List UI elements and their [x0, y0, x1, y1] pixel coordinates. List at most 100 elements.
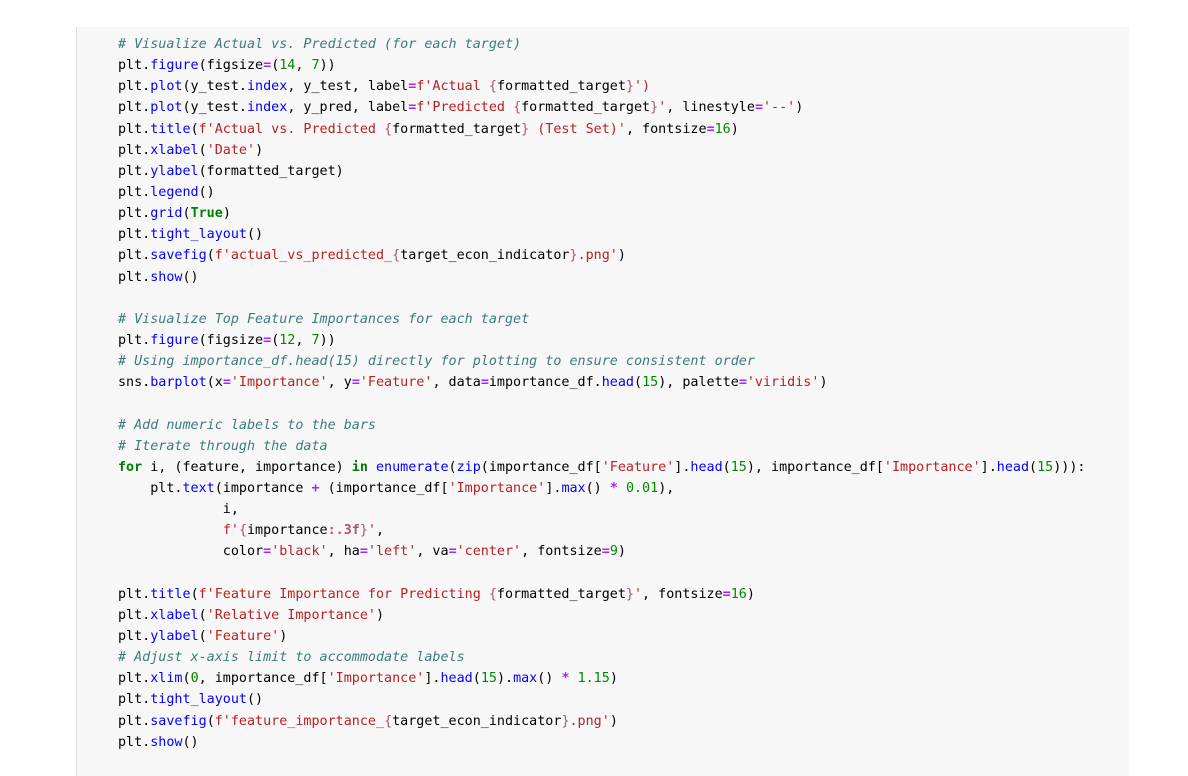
code-editor[interactable]: # Visualize Actual vs. Predicted (for ea…	[118, 34, 1085, 753]
code-token: (	[198, 142, 207, 158]
code-line: plt.title(f'Feature Importance for Predi…	[118, 584, 1085, 605]
code-token: # Iterate through the data	[118, 438, 328, 454]
code-token: )	[255, 142, 264, 158]
code-line: # Visualize Top Feature Importances for …	[118, 309, 1085, 330]
code-token: title	[150, 586, 191, 602]
code-token: +	[311, 480, 320, 496]
code-token: ()	[247, 692, 264, 708]
code-line: plt.figure(figsize=(12, 7))	[118, 330, 1085, 351]
code-line: color='black', ha='left', va='center', f…	[118, 541, 1085, 562]
code-token: , linestyle	[666, 100, 755, 116]
code-token: (	[271, 58, 280, 74]
code-line: # Using importance_df.head(15) directly …	[118, 351, 1085, 372]
code-token: plt.	[118, 607, 151, 623]
code-token: )	[617, 248, 626, 264]
code-token: 15	[480, 671, 497, 687]
code-token: (	[198, 628, 207, 644]
code-line: # Adjust x-axis limit to accommodate lab…	[118, 647, 1085, 668]
code-token: plot	[150, 100, 183, 116]
code-token: 'viridis'	[746, 375, 820, 391]
code-token: target_econ_indicator	[392, 713, 562, 729]
code-token: ()	[198, 184, 215, 200]
code-token: 'center'	[456, 544, 522, 560]
code-token: show	[150, 269, 183, 285]
code-token: in	[351, 459, 368, 475]
code-token: )	[376, 607, 385, 623]
code-token: }	[650, 100, 659, 116]
code-line: # Iterate through the data	[118, 436, 1085, 457]
code-token: *	[609, 480, 618, 496]
code-token: 'Relative Importance'	[206, 607, 376, 623]
code-line: plt.figure(figsize=(14, 7))	[118, 55, 1085, 76]
code-token: sns.	[118, 375, 151, 391]
code-token: (	[190, 121, 199, 137]
code-token: (	[472, 671, 481, 687]
code-line: # Add numeric labels to the bars	[118, 415, 1085, 436]
code-token: max	[561, 480, 586, 496]
code-line: plt.ylabel(formatted_target)	[118, 161, 1085, 182]
code-cell[interactable]	[76, 27, 1129, 776]
code-line: plt.plot(y_test.index, y_test, label=f'A…	[118, 76, 1085, 97]
code-token: plt.	[118, 692, 151, 708]
code-token: )	[279, 628, 288, 644]
code-token: plt.	[118, 58, 151, 74]
code-line: plt.xlim(0, importance_df['Importance'].…	[118, 668, 1085, 689]
code-token: savefig	[150, 248, 207, 264]
code-token: }	[569, 248, 578, 264]
code-token: # Add numeric labels to the bars	[118, 417, 376, 433]
code-token: 0.01	[625, 480, 659, 496]
code-token: , y_pred, label	[287, 100, 409, 116]
code-token: =	[359, 544, 368, 560]
code-token: (figsize	[198, 58, 264, 74]
code-token: plot	[150, 79, 183, 95]
code-token: )	[617, 544, 626, 560]
code-token: ].	[545, 480, 562, 496]
code-token: (	[190, 586, 199, 602]
code-token: (	[182, 671, 191, 687]
code-token: (importance_df[	[319, 480, 449, 496]
code-token: )	[609, 713, 618, 729]
code-token: .png'	[577, 248, 618, 264]
code-token: 16	[714, 121, 731, 137]
code-token: , fontsize	[625, 121, 707, 137]
code-token: )	[730, 121, 739, 137]
code-token: (figsize	[198, 332, 264, 348]
code-line: plt.grid(True)	[118, 203, 1085, 224]
code-line: plt.show()	[118, 732, 1085, 753]
code-token: =	[263, 544, 272, 560]
code-token: 14	[279, 58, 296, 74]
code-token: 15	[1037, 459, 1054, 475]
code-token: ')	[634, 79, 651, 95]
code-token: 'Importance'	[327, 671, 425, 687]
code-token: index	[247, 100, 288, 116]
code-token: {	[513, 100, 522, 116]
code-token: # Using importance_df.head(15) directly …	[118, 354, 755, 370]
code-token: {	[384, 713, 393, 729]
code-token: =	[738, 375, 747, 391]
code-token: )	[609, 671, 618, 687]
code-token: (	[448, 459, 457, 475]
code-token: plt.	[118, 586, 151, 602]
code-line	[118, 288, 1085, 309]
code-token: f'Predicted	[416, 100, 514, 116]
code-token: # Visualize Actual vs. Predicted (for ea…	[118, 37, 522, 52]
code-token: 15	[642, 375, 659, 391]
code-token: '--'	[763, 100, 796, 116]
code-token: formatted_target	[521, 100, 651, 116]
code-token: {	[392, 248, 401, 264]
code-token: head	[440, 671, 473, 687]
code-token: =	[601, 544, 610, 560]
code-token: '	[367, 523, 376, 539]
code-token: {	[488, 586, 497, 602]
code-token: 12	[279, 332, 296, 348]
code-token: 'left'	[367, 544, 417, 560]
code-token: savefig	[150, 713, 207, 729]
code-token: .png'	[569, 713, 610, 729]
code-token: (	[722, 459, 731, 475]
code-token: 1.15	[577, 671, 610, 687]
code-token: ].	[674, 459, 691, 475]
code-token: ()	[537, 671, 562, 687]
code-token: 'Feature'	[359, 375, 433, 391]
code-token: =	[754, 100, 763, 116]
code-token: show	[150, 734, 183, 750]
